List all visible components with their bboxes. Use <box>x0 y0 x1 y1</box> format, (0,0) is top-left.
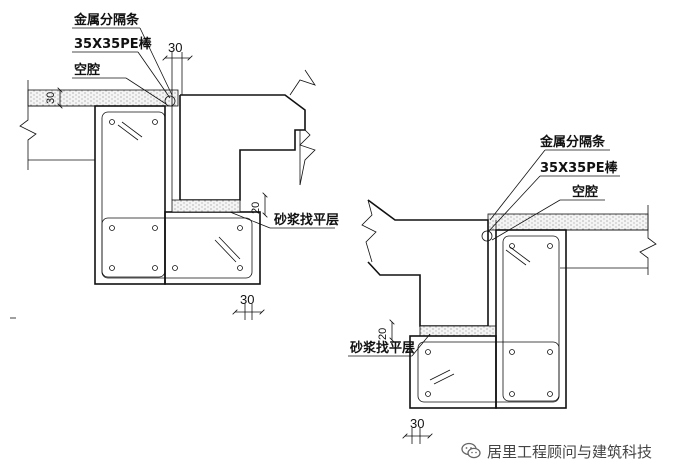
right-frame-profile <box>361 199 497 337</box>
watermark: 居里工程顾问与建筑科技 <box>461 440 652 462</box>
right-beam <box>409 229 567 409</box>
watermark-text: 居里工程顾问与建筑科技 <box>486 442 652 461</box>
left-label-pe-rod: 35X35PE棒 <box>74 36 153 52</box>
left-dim-bottom-30: 30 <box>240 292 254 307</box>
right-detail: 金属分隔条 35X35PE棒 空腔 砂浆找平层 20 30 <box>348 134 657 444</box>
right-label-cavity: 空腔 <box>572 184 598 200</box>
left-detail: 金属分隔条 35X35PE棒 空腔 砂浆找平层 30 30 20 30 <box>10 12 339 320</box>
left-beam <box>94 105 261 285</box>
left-dimensions <box>10 52 265 320</box>
left-label-mortar: 砂浆找平层 <box>273 212 339 228</box>
left-slab <box>19 80 179 170</box>
left-dim-top-30: 30 <box>168 40 182 55</box>
right-leaders <box>348 149 620 357</box>
left-dim-mortar-20: 20 <box>250 202 262 214</box>
right-label-divider: 金属分隔条 <box>539 134 606 150</box>
left-dim-slab-30: 30 <box>45 92 57 104</box>
wechat-icon <box>461 442 481 460</box>
right-dim-mortar-20: 20 <box>377 328 389 340</box>
right-label-pe-rod: 35X35PE棒 <box>540 160 619 176</box>
right-slab <box>487 205 657 275</box>
left-label-cavity: 空腔 <box>74 62 100 78</box>
right-label-mortar: 砂浆找平层 <box>349 340 415 356</box>
left-leaders <box>72 27 335 229</box>
right-dim-bottom-30: 30 <box>410 416 424 431</box>
left-label-divider: 金属分隔条 <box>73 12 140 28</box>
right-dimensions <box>392 322 430 444</box>
left-frame-profile <box>164 69 316 213</box>
